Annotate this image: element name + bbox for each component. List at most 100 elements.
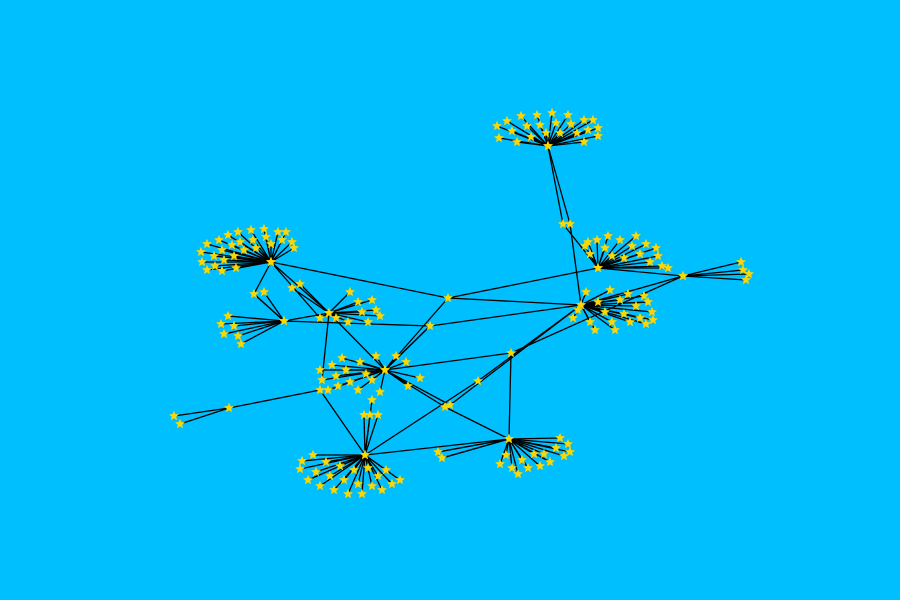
graph-edge — [384, 352, 512, 371]
star-node — [357, 306, 367, 317]
star-node — [259, 286, 269, 297]
graph-edge — [283, 320, 431, 327]
star-node — [359, 409, 369, 420]
star-node — [315, 364, 325, 375]
graph-edge — [328, 291, 351, 314]
star-node — [502, 115, 512, 126]
graph-edge — [263, 291, 285, 322]
star-node — [403, 380, 413, 391]
graph-edge — [328, 309, 377, 314]
star-node — [605, 284, 615, 295]
graph-edge — [335, 369, 386, 377]
star-node — [343, 316, 353, 327]
graph-edge — [508, 438, 529, 469]
graph-edge — [384, 369, 446, 408]
graph-edge — [233, 255, 272, 263]
star-node — [371, 304, 381, 315]
graph-edge — [270, 231, 279, 263]
star-node — [573, 304, 583, 315]
graph-edge — [547, 141, 585, 147]
star-node — [367, 480, 377, 491]
star-node — [357, 488, 367, 499]
star-node — [209, 250, 219, 261]
star-node — [331, 370, 341, 381]
graph-edge — [597, 261, 651, 269]
star-node — [635, 312, 645, 323]
graph-edge — [270, 231, 287, 263]
graph-edge — [682, 261, 742, 277]
hub-star-node — [266, 256, 276, 267]
star-node — [214, 234, 224, 245]
graph-edge — [214, 261, 272, 267]
star-node — [335, 460, 345, 471]
graph-edge — [597, 243, 647, 269]
graph-edge — [237, 320, 285, 337]
graph-edge — [223, 320, 285, 335]
graph-edge — [235, 261, 272, 269]
graph-edge — [547, 119, 594, 147]
graph-edge — [682, 275, 747, 281]
star-node — [607, 250, 617, 261]
star-node — [197, 256, 207, 267]
hub-star-node — [593, 262, 603, 273]
star-node — [645, 256, 655, 267]
star-node — [227, 239, 237, 250]
star-node — [249, 288, 259, 299]
star-node — [202, 264, 212, 275]
star-node — [229, 320, 239, 331]
star-node — [641, 318, 651, 329]
graph-nodes — [169, 107, 754, 499]
star-node — [235, 236, 245, 247]
star-node — [551, 117, 561, 128]
graph-edge — [221, 249, 272, 263]
graph-edge — [384, 369, 421, 379]
graph-edge — [179, 407, 230, 425]
graph-edge — [361, 454, 366, 495]
star-node — [581, 286, 591, 297]
graph-edge — [270, 261, 321, 319]
graph-edge — [429, 304, 582, 327]
star-node — [219, 254, 229, 265]
star-node — [339, 474, 349, 485]
star-node — [381, 464, 391, 475]
star-node — [526, 131, 536, 142]
graph-edge — [173, 407, 230, 417]
graph-edge — [447, 267, 599, 299]
graph-edge — [363, 414, 366, 456]
graph-edge — [587, 241, 599, 269]
graph-edge — [510, 275, 684, 354]
star-node — [315, 384, 325, 395]
star-node — [239, 244, 249, 255]
graph-edge — [508, 438, 519, 475]
star-node — [287, 236, 297, 247]
star-node — [653, 250, 663, 261]
star-node — [295, 278, 305, 289]
star-node — [593, 130, 603, 141]
star-node — [529, 448, 539, 459]
star-node — [373, 409, 383, 420]
star-node — [513, 468, 523, 479]
star-node — [367, 394, 377, 405]
graph-edge — [580, 304, 653, 313]
graph-edge — [682, 269, 744, 277]
graph-edge — [384, 369, 451, 406]
graph-edge — [364, 454, 393, 485]
hub-star-node — [360, 449, 370, 460]
star-node — [317, 374, 327, 385]
graph-edge — [597, 235, 609, 269]
star-node — [495, 458, 505, 469]
star-node — [539, 448, 549, 459]
star-node — [741, 274, 751, 285]
star-node — [643, 296, 653, 307]
star-node — [295, 463, 305, 474]
graph-edge — [329, 454, 366, 477]
star-node — [512, 136, 522, 147]
graph-edge — [270, 247, 295, 263]
star-node — [231, 262, 241, 273]
star-node — [443, 292, 453, 303]
graph-edge — [240, 320, 285, 345]
star-node — [607, 316, 617, 327]
graph-edge — [364, 414, 379, 456]
star-node — [287, 282, 297, 293]
star-node — [585, 316, 595, 327]
